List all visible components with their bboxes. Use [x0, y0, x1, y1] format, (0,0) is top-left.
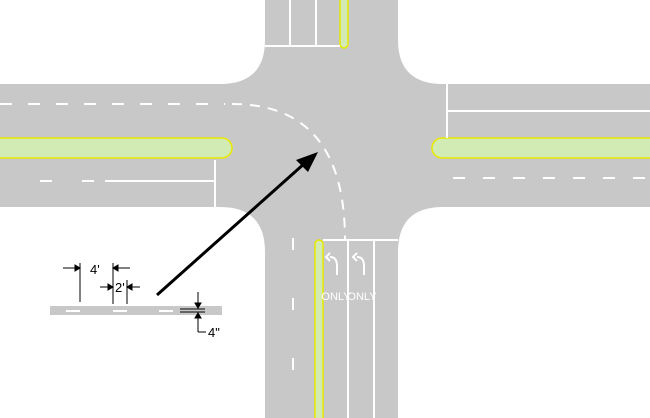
- median-west: [0, 137, 233, 159]
- pointer-arrow: [156, 152, 318, 297]
- left-turn-arrow-icon: [324, 252, 338, 275]
- dimension-detail: 4' 2' 4": [50, 262, 222, 340]
- median-east: [431, 137, 650, 159]
- lane-word-only: ONLY: [347, 291, 377, 303]
- dimension-line-width: 4": [208, 325, 220, 340]
- left-turn-arrow-icon: [351, 252, 365, 275]
- turn-path-dashed: [231, 103, 346, 241]
- median-south: [314, 239, 324, 418]
- dimension-dash-length: 4': [90, 262, 100, 277]
- dimension-gap-length: 2': [115, 280, 125, 295]
- median-north: [339, 0, 349, 49]
- lane-word-only: ONLY: [321, 291, 351, 303]
